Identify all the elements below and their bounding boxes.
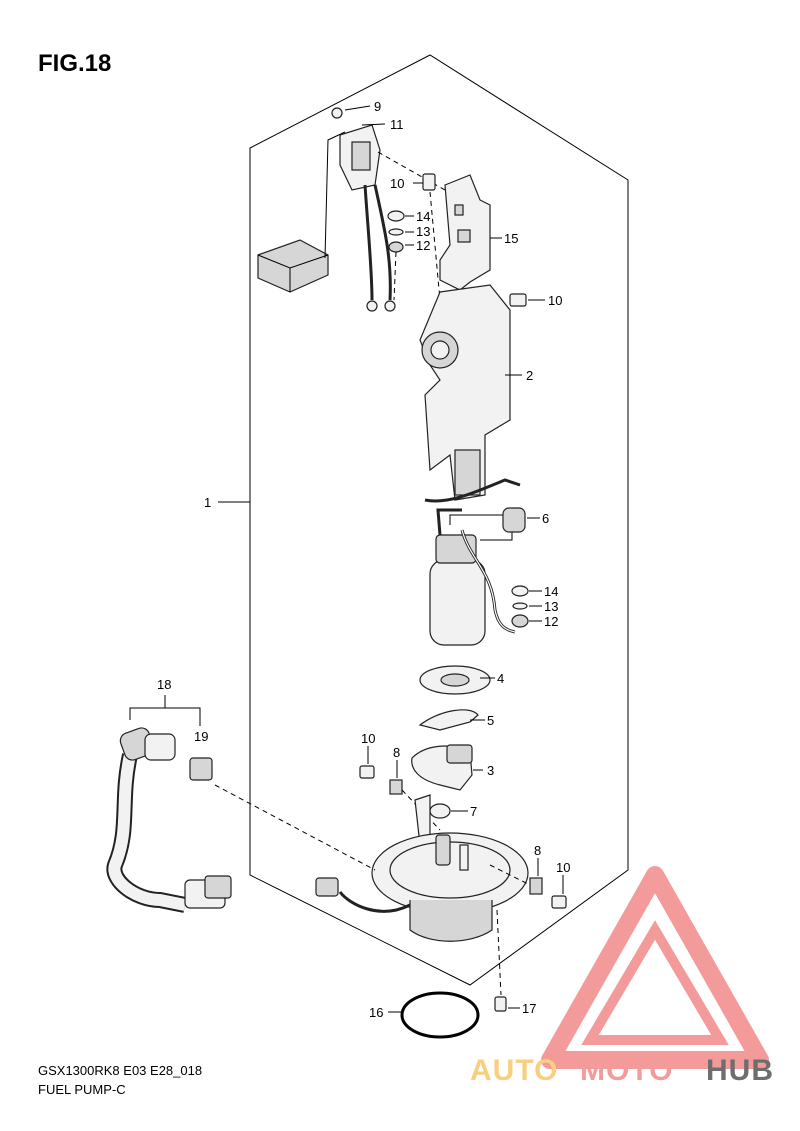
base-connector[interactable]: [315, 877, 339, 897]
filter-3[interactable]: [411, 744, 483, 791]
callout-7: 7: [470, 804, 477, 819]
bracket-15[interactable]: [439, 174, 491, 291]
watermark-hub: HUB: [706, 1054, 774, 1087]
pump-housing-2[interactable]: [419, 284, 511, 501]
screw-10-right[interactable]: [509, 293, 545, 307]
callout-10-top: 10: [390, 176, 404, 191]
watermark-logo: AUTO MOTO HUB: [470, 866, 774, 1087]
screw-10-top[interactable]: [413, 173, 441, 301]
watermark-triangle-icon: [541, 866, 769, 1069]
footer-part-name: FUEL PUMP-C: [38, 1082, 126, 1097]
callout-3: 3: [487, 763, 494, 778]
callout-10-right: 10: [548, 293, 562, 308]
callout-8-right: 8: [534, 843, 541, 858]
o-ring-16[interactable]: [388, 991, 480, 1039]
fuel-pump-motor[interactable]: [429, 508, 516, 646]
callout-11: 11: [390, 117, 404, 132]
hardware-stack-middle[interactable]: [511, 585, 542, 628]
screw-9[interactable]: [331, 105, 371, 119]
callout-14-middle: 14: [544, 584, 558, 599]
cushion-6[interactable]: [502, 507, 540, 533]
callout-15: 15: [504, 231, 518, 246]
base-connector-lead: [338, 891, 411, 913]
callout-4: 4: [497, 671, 504, 686]
callout-18: 18: [157, 677, 171, 692]
o-ring-7[interactable]: [429, 803, 468, 819]
callout-5: 5: [487, 713, 494, 728]
clamp-19[interactable]: [189, 757, 213, 781]
clip-8-right[interactable]: [529, 858, 543, 895]
pump-base-flange[interactable]: [371, 832, 529, 942]
hardware-stack-top[interactable]: [387, 210, 414, 301]
clip-8-left[interactable]: [389, 760, 403, 795]
screw-10-base[interactable]: [551, 875, 567, 909]
plate-5[interactable]: [418, 709, 485, 731]
callout-10-left: 10: [361, 731, 375, 746]
callout-12-middle: 12: [544, 614, 558, 629]
callout-13-middle: 13: [544, 599, 558, 614]
fuel-hose-18[interactable]: [106, 726, 232, 913]
screw-10-left[interactable]: [359, 746, 375, 779]
callout-17: 17: [522, 1001, 536, 1016]
fuel-level-sender[interactable]: [257, 124, 396, 312]
callout-2: 2: [526, 368, 533, 383]
screw-17[interactable]: [494, 996, 520, 1012]
plate-4[interactable]: [419, 665, 495, 695]
watermark-moto: MOTO: [580, 1054, 673, 1087]
callout-6: 6: [542, 511, 549, 526]
callout-12-top: 12: [416, 238, 430, 253]
callout-1: 1: [204, 495, 211, 510]
callout-8-left: 8: [393, 745, 400, 760]
callout-10-base: 10: [556, 860, 570, 875]
figure-title: FIG.18: [38, 50, 112, 77]
pump-wire-lead: [424, 478, 521, 503]
footer-model-code: GSX1300RK8 E03 E28_018: [38, 1063, 203, 1078]
callout-14-top: 14: [416, 209, 430, 224]
assembly-outline: [249, 54, 629, 986]
callout-13-top: 13: [416, 224, 430, 239]
watermark-auto: AUTO: [470, 1054, 558, 1087]
callout-16: 16: [369, 1005, 383, 1020]
callout-19: 19: [194, 729, 208, 744]
callout-9: 9: [374, 99, 381, 114]
